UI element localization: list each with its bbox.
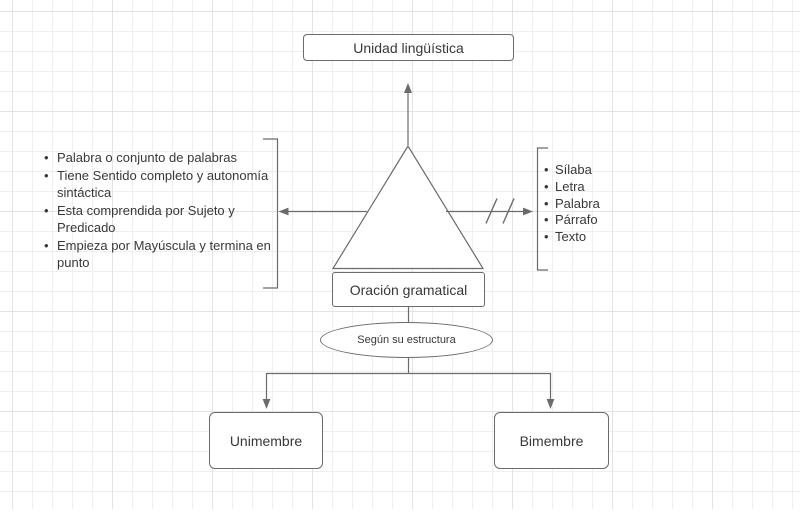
triangle-shape[interactable]	[331, 144, 485, 270]
note-item: Empieza por Mayúscula y termina en punto	[43, 237, 271, 272]
node-segun-su-estructura[interactable]: Según su estructura	[320, 322, 493, 358]
node-label: Bimembre	[519, 432, 584, 449]
left-notes-list[interactable]: Palabra o conjunto de palabras Tiene Sen…	[43, 149, 271, 272]
slash-mark-icon	[485, 198, 498, 224]
node-label: Unidad lingüística	[353, 39, 464, 56]
connector-top-arrow[interactable]	[404, 83, 412, 145]
connector-right-arrow[interactable]	[446, 198, 533, 224]
slash-mark-icon	[502, 198, 515, 224]
right-notes-list[interactable]: Sílaba Letra Palabra Párrafo Texto	[543, 162, 633, 246]
arrowhead-left-icon	[278, 207, 289, 216]
node-oracion-gramatical[interactable]: Oración gramatical	[332, 272, 485, 307]
node-label: Según su estructura	[357, 334, 456, 346]
connector-branch[interactable]	[262, 358, 555, 409]
left-bracket-shape[interactable]	[263, 138, 279, 289]
arrowhead-down-left-icon	[262, 399, 271, 409]
connector-left-arrow[interactable]	[278, 207, 368, 216]
arrowhead-down-right-icon	[546, 399, 555, 409]
note-item: Palabra	[543, 196, 633, 213]
note-item: Letra	[543, 179, 633, 196]
right-bracket-shape[interactable]	[536, 147, 549, 271]
note-item: Palabra o conjunto de palabras	[43, 149, 271, 167]
arrowhead-right-icon	[523, 207, 533, 216]
node-unidad-linguistica[interactable]: Unidad lingüística	[303, 34, 514, 61]
note-item: Tiene Sentido completo y autonomía sintá…	[43, 167, 271, 202]
node-label: Oración gramatical	[349, 281, 468, 298]
note-item: Sílaba	[543, 162, 633, 179]
node-bimembre[interactable]: Bimembre	[494, 412, 609, 469]
node-unimembre[interactable]: Unimembre	[209, 412, 323, 469]
note-item: Esta comprendida por Sujeto y Predicado	[43, 202, 271, 237]
arrowhead-up-icon	[404, 83, 412, 93]
note-item: Párrafo	[543, 212, 633, 229]
node-label: Unimembre	[229, 432, 303, 449]
note-item: Texto	[543, 229, 633, 246]
